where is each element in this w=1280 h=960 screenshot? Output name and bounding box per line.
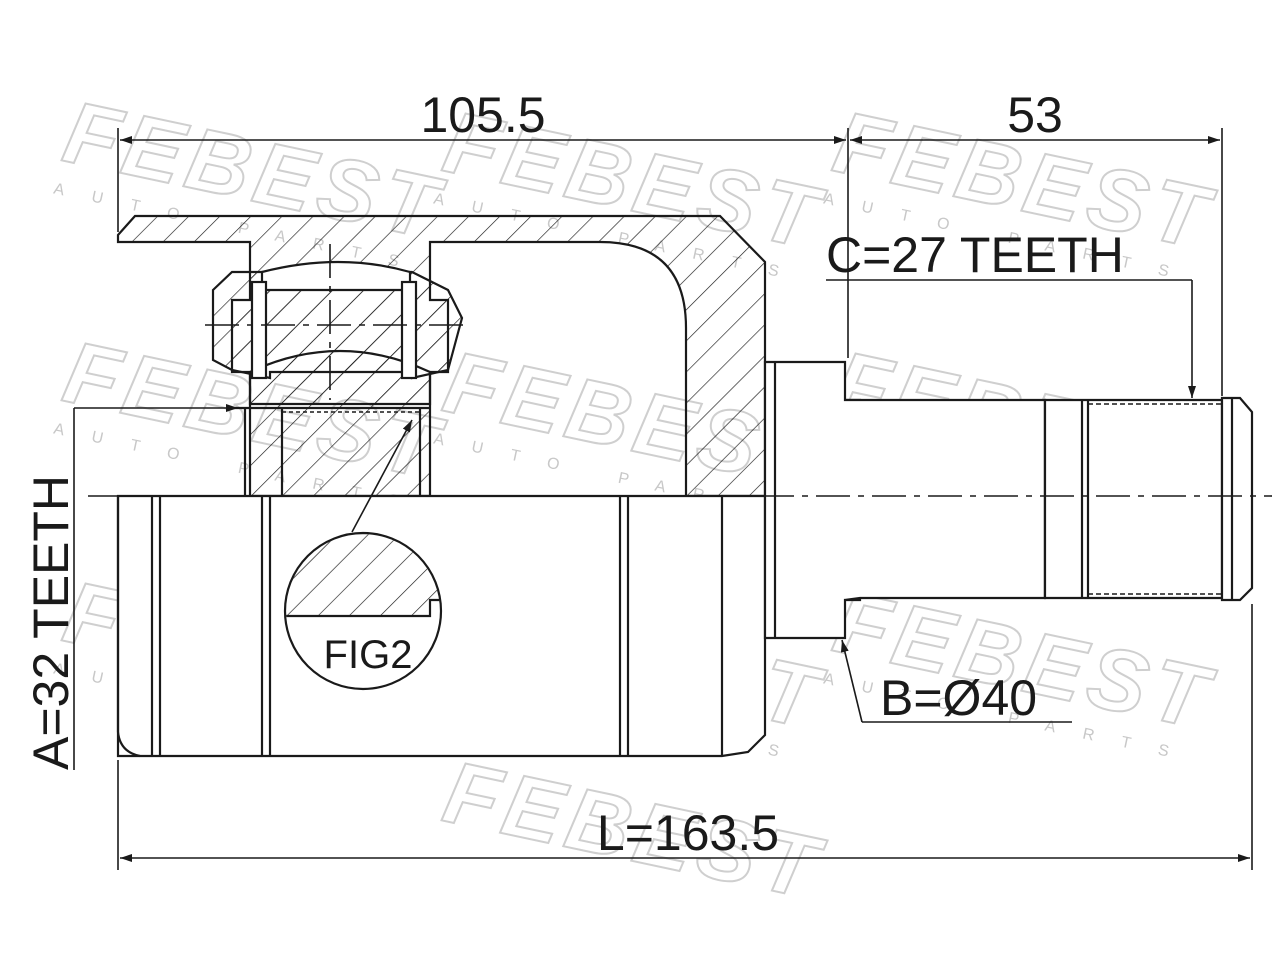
- tripod-spider-section: [248, 349, 432, 406]
- inner-spline: [232, 406, 430, 496]
- housing-outer-edge: [116, 496, 141, 758]
- dim-shaft-length: 53: [1007, 87, 1063, 143]
- dim-housing-length: 105.5: [420, 87, 545, 143]
- roller-cap: [260, 260, 412, 292]
- needle-bearing-right: [400, 280, 418, 380]
- fig2-label: FIG2: [324, 633, 413, 677]
- shaft-body: [844, 398, 1047, 602]
- housing-outer-view: [116, 494, 767, 758]
- needle-bearing-left: [250, 280, 268, 380]
- dim-spline-a: A=32 TEETH: [23, 475, 79, 770]
- dim-seal-diameter: B=Ø40: [880, 670, 1037, 726]
- dim-spline-c: C=27 TEETH: [826, 227, 1124, 283]
- fig2-leader: [351, 419, 413, 533]
- shaft-end-collar: [1220, 396, 1254, 602]
- seal-b-leader: [840, 639, 863, 723]
- shaft-neck: [763, 360, 862, 640]
- shaft-spline-zone: [1043, 398, 1224, 600]
- fig2-detail: FIG2: [283, 531, 443, 691]
- dim-total-length: L=163.5: [597, 805, 779, 861]
